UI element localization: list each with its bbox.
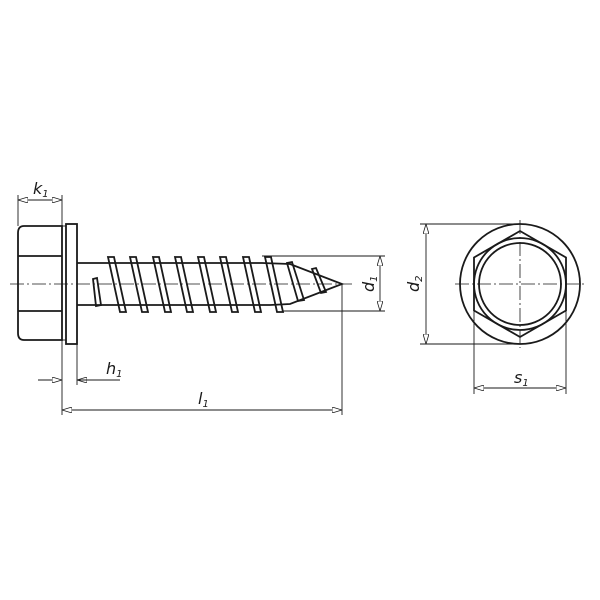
thread-crest xyxy=(310,266,328,295)
thread-crest xyxy=(285,260,306,303)
dimension-h1: h1 xyxy=(38,340,123,415)
thread-crest xyxy=(241,256,263,313)
thread-crest xyxy=(196,256,218,313)
dimension-k1: k1 xyxy=(17,179,63,226)
thread-crest xyxy=(151,256,173,313)
dimension-d1: d1 xyxy=(262,255,385,312)
end-view xyxy=(455,220,585,348)
label-d1: d1 xyxy=(359,275,380,292)
label-d2: d2 xyxy=(404,275,425,292)
dimension-l1: l1 xyxy=(62,284,343,415)
label-s1: s1 xyxy=(514,368,529,389)
label-h1: h1 xyxy=(106,359,123,380)
side-view xyxy=(10,223,352,345)
thread-crest xyxy=(128,256,150,313)
hex-head xyxy=(17,225,63,341)
thread-crest xyxy=(218,256,240,313)
thread-crest xyxy=(263,256,285,313)
label-l1: l1 xyxy=(198,389,209,410)
dimension-s1: s1 xyxy=(473,310,567,394)
threads xyxy=(92,256,328,313)
thread-crest xyxy=(173,256,195,313)
dimension-d2: d2 xyxy=(404,223,520,345)
label-k1: k1 xyxy=(33,179,49,200)
thread-crest xyxy=(92,276,103,308)
thread-crest xyxy=(106,256,128,313)
